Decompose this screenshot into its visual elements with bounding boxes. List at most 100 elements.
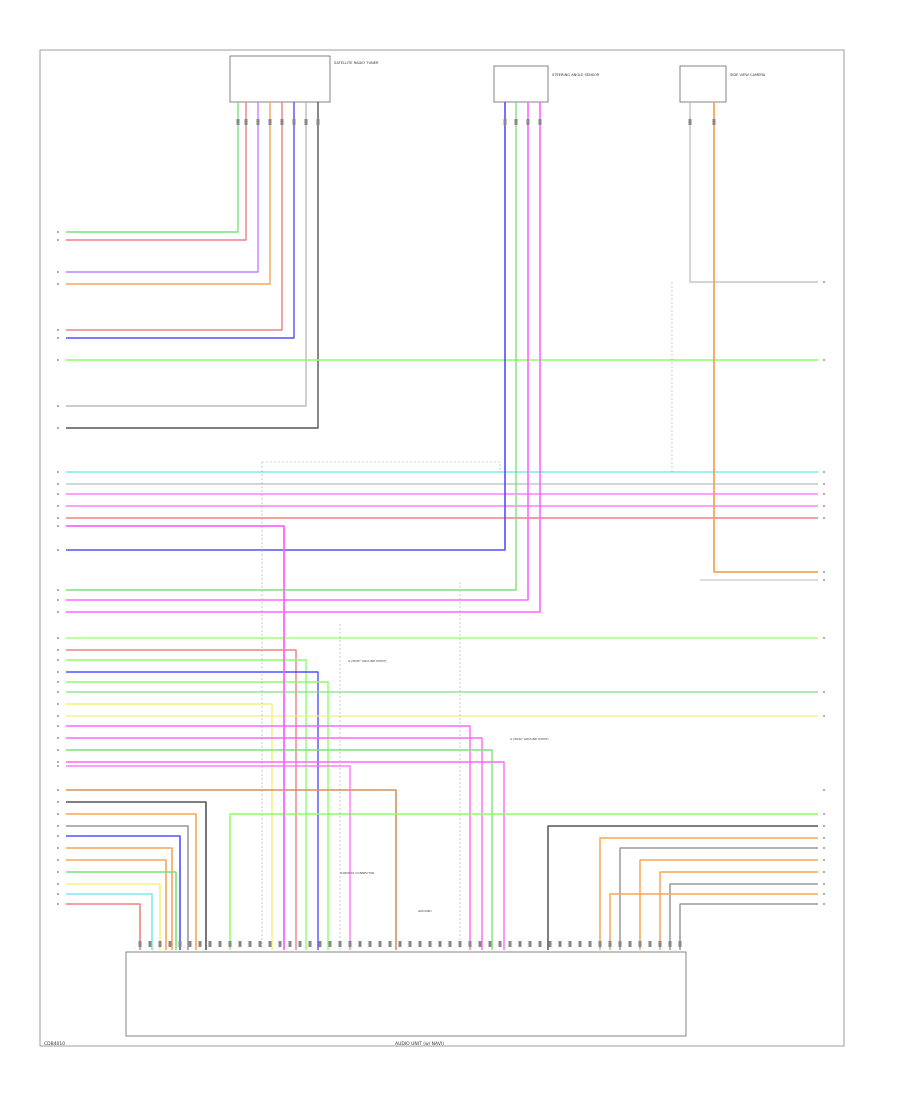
- left-terminal-marker: [57, 835, 59, 837]
- connector-pin-bottom: [338, 941, 342, 947]
- inline-connector-label-a: G (BODY GROUND POINT): [348, 659, 387, 663]
- wire-pnk-low: [66, 765, 351, 950]
- right-terminal-marker: [823, 859, 825, 861]
- wire-mid-11: [66, 761, 505, 950]
- wire-low-3: [66, 825, 189, 950]
- component-label-top-c: SIDE VIEW CAMERA: [730, 73, 766, 77]
- left-terminal-marker: [57, 681, 59, 683]
- wire-mid-10: [66, 749, 493, 950]
- connector-pin-bottom: [228, 941, 232, 947]
- left-terminal-marker: [57, 483, 59, 485]
- connector-pin-bottom: [188, 941, 192, 947]
- wire-mid-9: [66, 737, 483, 950]
- right-terminal-marker: [823, 883, 825, 885]
- right-terminal-marker: [823, 359, 825, 361]
- connector-pin-bottom: [268, 941, 272, 947]
- left-terminal-marker: [57, 761, 59, 763]
- wire-right-7: [609, 893, 818, 950]
- wire-mid-1: [66, 649, 297, 950]
- right-terminal-marker: [823, 903, 825, 905]
- left-terminal-marker: [57, 725, 59, 727]
- left-terminal-marker: [57, 737, 59, 739]
- connector-pin-bottom: [618, 941, 622, 947]
- right-terminal-marker: [823, 789, 825, 791]
- left-terminal-marker: [57, 703, 59, 705]
- right-terminal-marker: [823, 813, 825, 815]
- connector-pin-top-a-2: [256, 119, 260, 125]
- connector-pin-bottom: [488, 941, 492, 947]
- connector-pin-bottom: [628, 941, 632, 947]
- component-box-top-c: [679, 65, 727, 103]
- wire-sas-pnk-1: [66, 102, 529, 601]
- component-label-top-b: STEERING ANGLE SENSOR: [552, 73, 600, 77]
- connector-pin-bottom: [258, 941, 262, 947]
- connector-pin-bottom: [358, 941, 362, 947]
- left-terminal-marker: [57, 903, 59, 905]
- left-terminal-marker: [57, 427, 59, 429]
- shield-line-2: [262, 461, 501, 472]
- left-terminal-marker: [57, 589, 59, 591]
- wire-low-4: [66, 835, 181, 950]
- connector-pin-bottom: [478, 941, 482, 947]
- connector-pin-top-c-0: [688, 119, 692, 125]
- left-terminal-marker: [57, 691, 59, 693]
- left-terminal-marker: [57, 405, 59, 407]
- right-terminal-marker: [823, 483, 825, 485]
- connector-pin-bottom: [328, 941, 332, 947]
- connector-pin-top-a-1: [244, 119, 248, 125]
- left-terminal-marker: [57, 893, 59, 895]
- wire-mid-8: [66, 725, 471, 950]
- connector-pin-bottom: [368, 941, 372, 947]
- left-terminal-marker: [57, 505, 59, 507]
- connector-pin-bottom: [178, 941, 182, 947]
- left-terminal-marker: [57, 801, 59, 803]
- left-terminal-marker: [57, 517, 59, 519]
- audio-unit-label: AUDIO UNIT (w/ NAVI): [395, 1041, 444, 1047]
- right-terminal-marker: [823, 579, 825, 581]
- connector-pin-bottom: [598, 941, 602, 947]
- connector-pin-bottom: [248, 941, 252, 947]
- left-terminal-marker: [57, 825, 59, 827]
- wire-right-0: [229, 813, 818, 950]
- connector-pin-bottom: [168, 941, 172, 947]
- left-terminal-marker: [57, 611, 59, 613]
- right-terminal-marker: [823, 471, 825, 473]
- wire-low-7: [66, 871, 177, 950]
- connector-pin-bottom: [448, 941, 452, 947]
- connector-pin-top-b-0: [503, 119, 507, 125]
- wire-right-4: [639, 859, 818, 950]
- wire-low-8: [66, 883, 161, 950]
- component-label-top-a: SATELLITE RADIO TUNER: [334, 61, 379, 65]
- wire-sas-grn: [66, 102, 517, 591]
- right-terminal-marker: [823, 505, 825, 507]
- wire-mid-3: [66, 671, 319, 950]
- connector-pin-top-b-3: [538, 119, 542, 125]
- connector-pin-bottom: [678, 941, 682, 947]
- connector-pin-bottom: [408, 941, 412, 947]
- left-terminal-marker: [57, 859, 59, 861]
- wire-top-a-0: [66, 102, 239, 233]
- connector-pin-bottom: [378, 941, 382, 947]
- connector-pin-bottom: [518, 941, 522, 947]
- left-terminal-marker: [57, 493, 59, 495]
- connector-pin-bottom: [288, 941, 292, 947]
- connector-pin-top-a-4: [280, 119, 284, 125]
- connector-pin-bottom: [308, 941, 312, 947]
- wire-cam-org: [713, 102, 818, 573]
- left-terminal-marker: [57, 789, 59, 791]
- wire-low-1: [66, 801, 207, 950]
- connector-pin-bottom: [548, 941, 552, 947]
- left-terminal-marker: [57, 471, 59, 473]
- connector-pin-bottom: [198, 941, 202, 947]
- connector-pin-top-b-2: [526, 119, 530, 125]
- left-terminal-marker: [57, 847, 59, 849]
- right-terminal-marker: [823, 825, 825, 827]
- right-terminal-marker: [823, 691, 825, 693]
- connector-pin-top-b-1: [514, 119, 518, 125]
- wire-top-a-3: [66, 102, 271, 285]
- wire-layer: [66, 102, 818, 950]
- wire-mid-4: [66, 681, 329, 950]
- left-terminal-marker: [57, 599, 59, 601]
- connector-pin-bottom: [458, 941, 462, 947]
